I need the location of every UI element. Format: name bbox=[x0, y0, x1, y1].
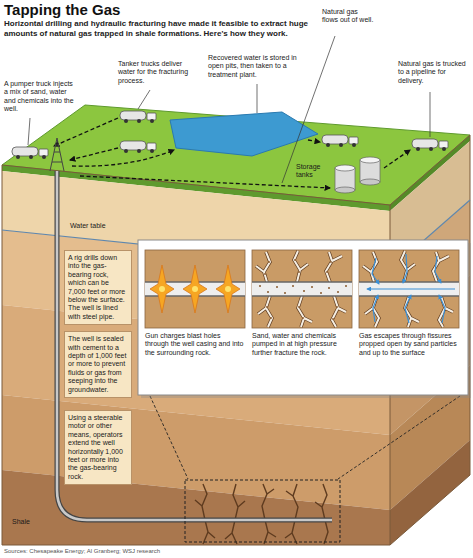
box-text: Using a steerable motor or other means, … bbox=[68, 414, 128, 481]
inset-panel: Sand, water and chemicals pumped in at h… bbox=[252, 250, 352, 357]
part-label: Storage tanks bbox=[296, 163, 334, 180]
deck-text: Horizontal drilling and hydraulic fractu… bbox=[4, 19, 316, 39]
panel-caption: Sand, water and chemicals pumped in at h… bbox=[252, 332, 352, 357]
callout-box: A rig drills down into the gas-bearing r… bbox=[64, 250, 132, 325]
panel-caption: Gun charges blast holes through the well… bbox=[145, 332, 245, 357]
callout-text: Recovered water is stored in open pits, … bbox=[208, 54, 306, 79]
chart-title: Tapping the Gas bbox=[4, 1, 120, 18]
callout-text: Natural gas is trucked to a pipeline for… bbox=[398, 60, 468, 85]
inset-panel: Gun charges blast holes through the well… bbox=[145, 250, 245, 357]
layer-label: Water table bbox=[70, 222, 130, 230]
box-text: A rig drills down into the gas-bearing r… bbox=[68, 254, 128, 321]
layer-label: Shale bbox=[12, 518, 52, 526]
box-text: The well is sealed with cement to a dept… bbox=[68, 335, 128, 394]
source-note: Sources: Chesapeake Energy; Al Granberg;… bbox=[4, 548, 464, 556]
panel-caption: Gas escapes through fissures propped ope… bbox=[359, 332, 459, 357]
callout-text: Natural gas flows out of well. bbox=[322, 8, 374, 25]
callout-box: The well is sealed with cement to a dept… bbox=[64, 331, 132, 398]
inset-panel: Gas escapes through fissures propped ope… bbox=[359, 250, 459, 357]
callout-box: Using a steerable motor or other means, … bbox=[64, 410, 132, 485]
callout-text: A pumper truck injects a mix of sand, wa… bbox=[4, 80, 76, 114]
callout-text: Tanker trucks deliver water for the frac… bbox=[118, 60, 196, 85]
